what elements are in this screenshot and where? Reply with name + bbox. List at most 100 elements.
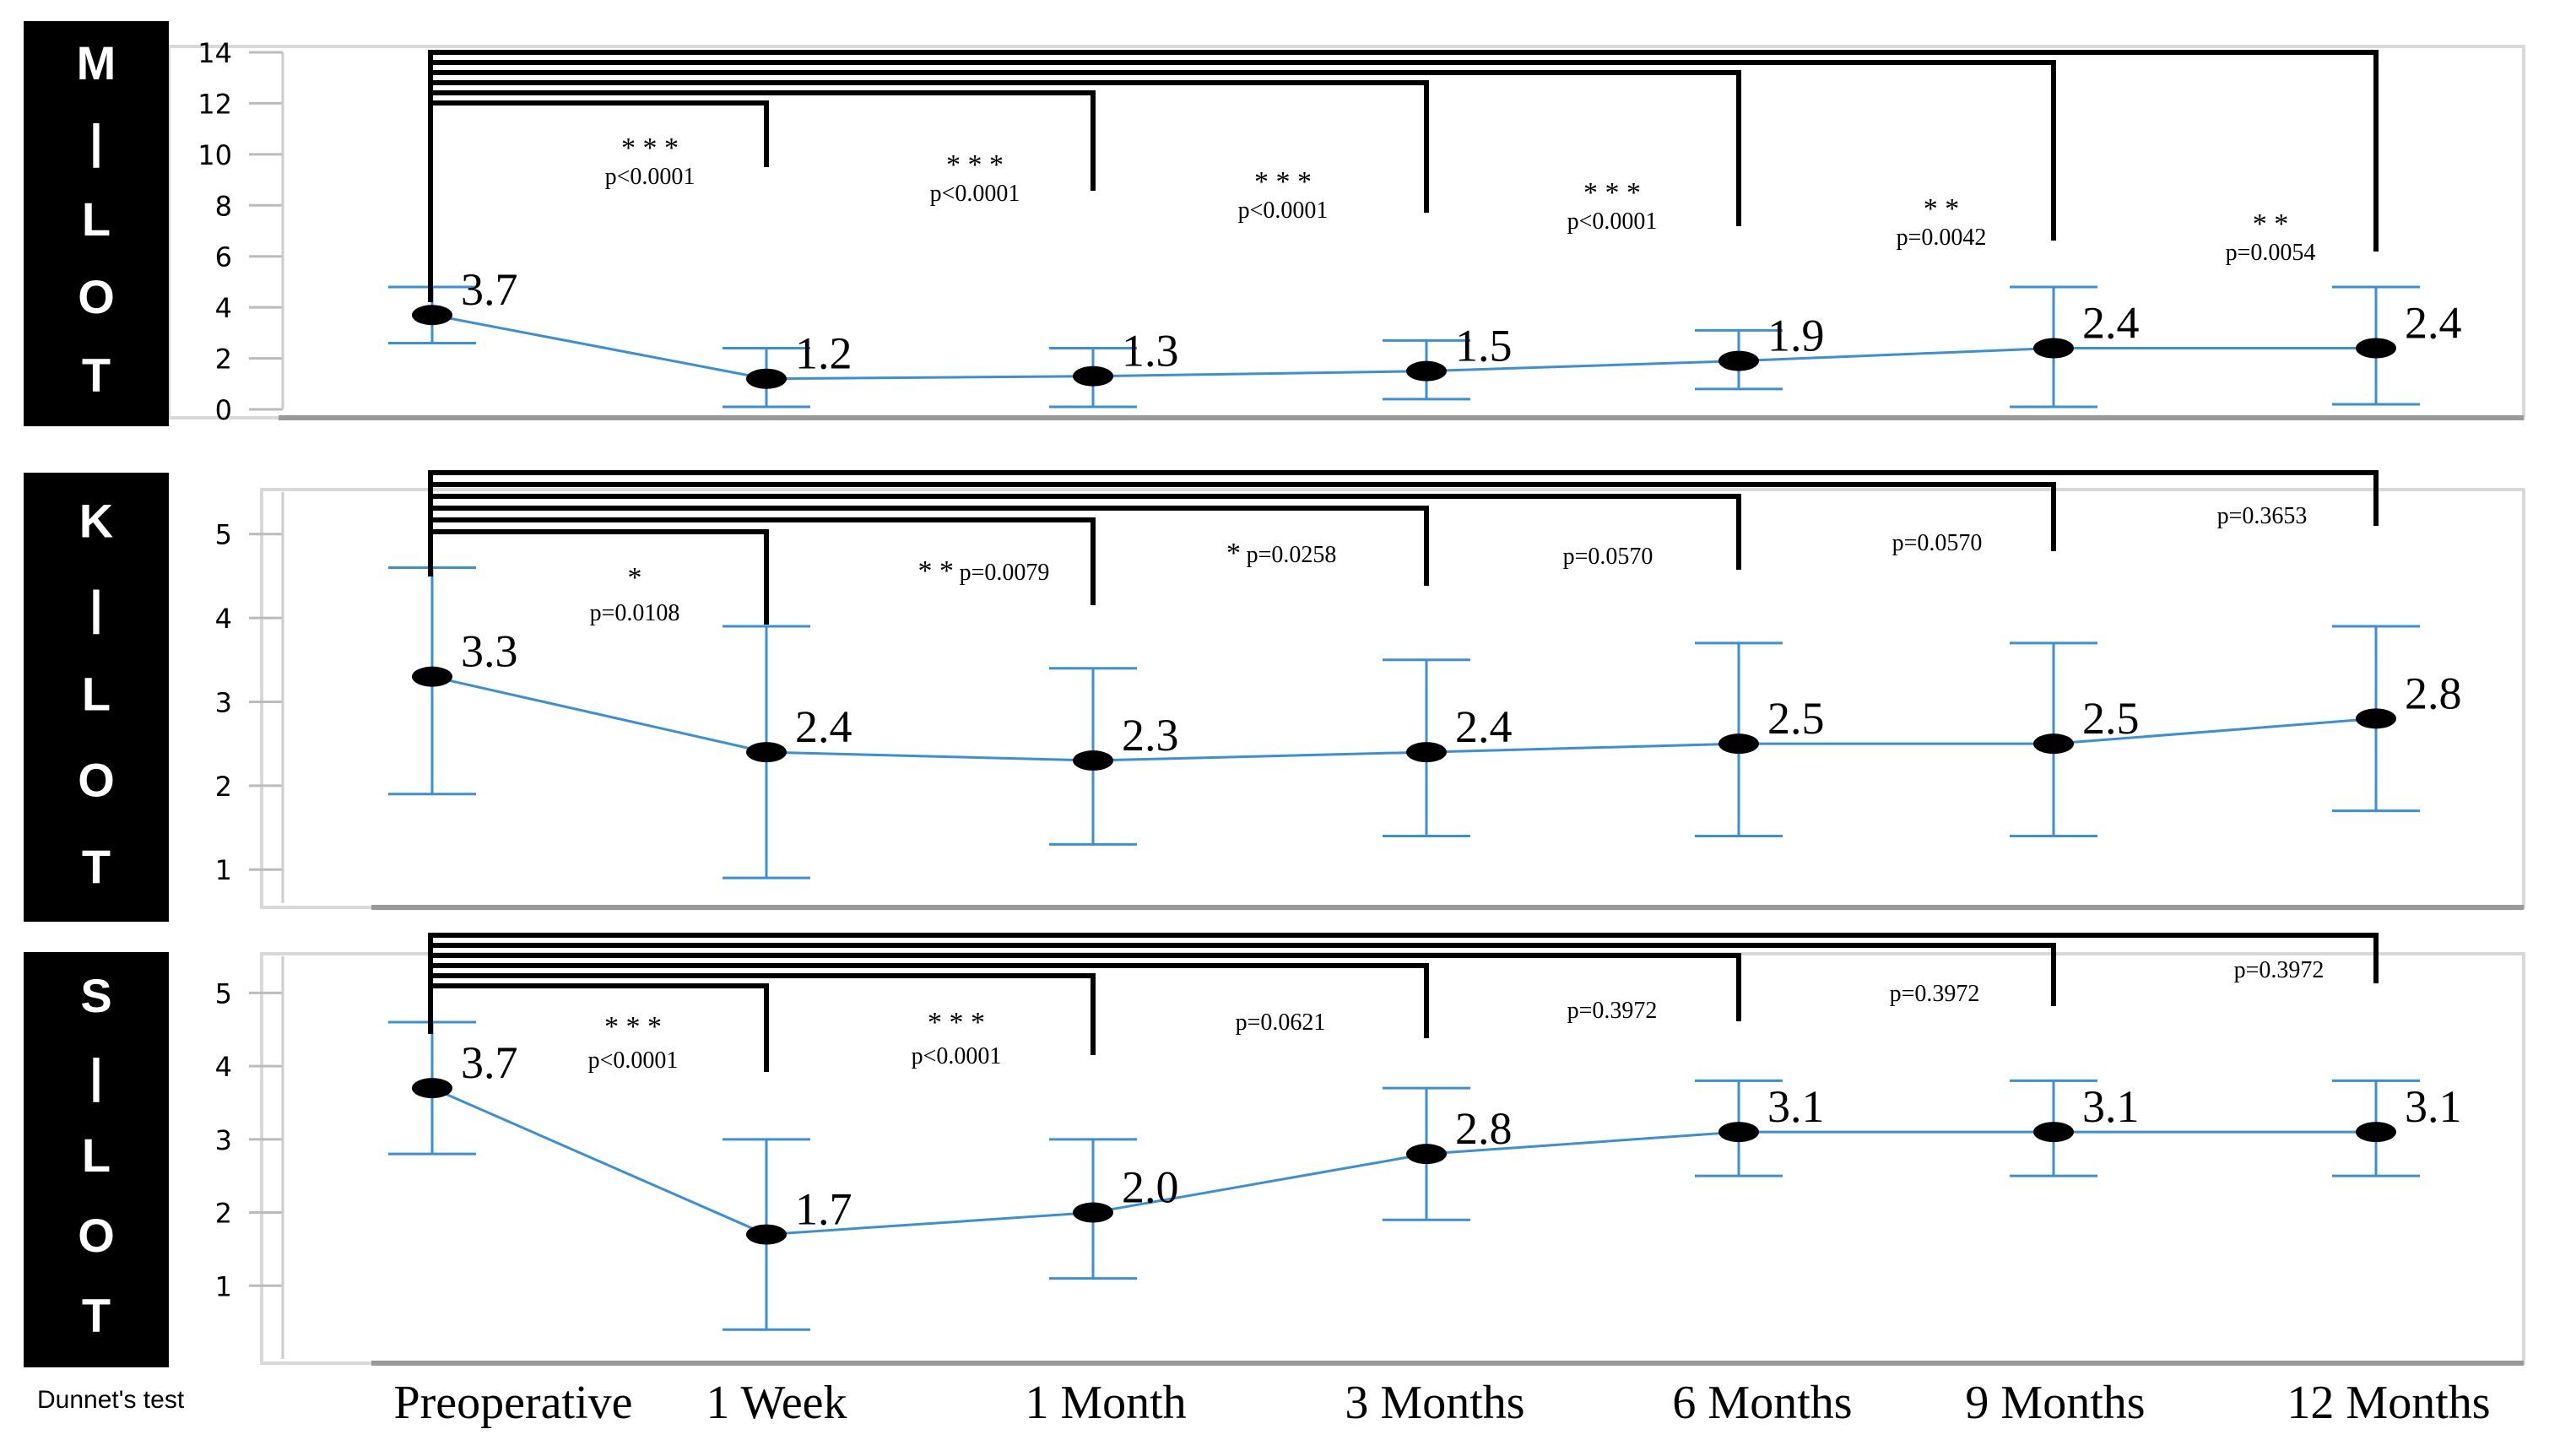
- significance-stars: * * *: [604, 1011, 662, 1042]
- dunnett-test-note: Dunnet's test: [37, 1386, 185, 1414]
- value-label: 3.1: [2405, 1081, 2462, 1132]
- p-value-label: p=0.3972: [1890, 981, 1980, 1007]
- value-label: 1.7: [795, 1184, 852, 1235]
- panel-label-letter: S: [80, 969, 111, 1022]
- panel-label-letter: L: [82, 1129, 111, 1182]
- y-tick-label: 14: [198, 37, 232, 69]
- y-tick-label: 1: [215, 854, 232, 886]
- value-label: 2.8: [2405, 668, 2462, 718]
- panel-label-box: [24, 473, 169, 922]
- significance-stars: * *: [918, 555, 955, 587]
- p-value-label: p=0.3653: [2217, 503, 2308, 529]
- p-value-label: p<0.0001: [1238, 198, 1329, 224]
- significance-stars: * * *: [1583, 177, 1641, 208]
- panel-label-letter: |: [89, 1049, 103, 1103]
- data-point: [746, 742, 787, 763]
- data-point: [2356, 708, 2396, 729]
- x-category-label: 9 Months: [1965, 1377, 2145, 1429]
- significance-stars: *: [628, 562, 642, 593]
- data-point: [1073, 1202, 1113, 1223]
- value-label: 2.5: [2082, 693, 2140, 744]
- data-point: [1718, 350, 1759, 371]
- significance-stars: * * *: [928, 1007, 985, 1038]
- y-tick-label: 3: [215, 1124, 232, 1156]
- data-point: [2356, 338, 2396, 359]
- plot-frame: [167, 45, 2525, 419]
- panel-label-box: [24, 21, 169, 426]
- y-tick-label: 6: [215, 241, 232, 273]
- data-point: [1406, 360, 1447, 382]
- comparison-bracket: [428, 50, 2379, 302]
- x-category-label: 6 Months: [1672, 1377, 1852, 1429]
- y-tick-label: 1: [215, 1270, 232, 1302]
- data-point: [1073, 750, 1113, 771]
- y-tick-label: 2: [215, 771, 232, 803]
- data-point: [2033, 338, 2074, 359]
- value-label: 3.3: [461, 626, 518, 677]
- panel-label-letter: T: [82, 348, 111, 401]
- y-tick-label: 2: [215, 1198, 232, 1230]
- x-category-label: 1 Month: [1025, 1377, 1186, 1429]
- value-label: 2.4: [2082, 297, 2140, 348]
- x-category-label: Preoperative: [394, 1377, 633, 1429]
- data-point: [2033, 733, 2074, 755]
- panel-label-letter: |: [89, 115, 103, 169]
- value-label: 1.9: [1767, 311, 1825, 361]
- data-point: [1406, 1144, 1447, 1165]
- y-tick-label: 5: [215, 977, 232, 1009]
- significance-stars: * * *: [1254, 166, 1312, 198]
- value-label: 3.7: [461, 264, 518, 315]
- significance-stars: *: [1226, 538, 1241, 569]
- y-tick-label: 4: [215, 603, 232, 635]
- significance-stars: * *: [2253, 208, 2289, 240]
- p-value-label: p<0.0001: [912, 1043, 1002, 1069]
- data-point: [412, 1078, 452, 1099]
- panel-label-letter: O: [78, 1209, 115, 1262]
- value-label: 2.4: [795, 701, 852, 752]
- p-value-label: p=0.0621: [1236, 1009, 1326, 1036]
- data-point: [1718, 1122, 1759, 1143]
- value-label: 2.8: [1455, 1103, 1513, 1154]
- p-value-label: p<0.0001: [1567, 208, 1658, 235]
- data-point: [746, 368, 787, 389]
- data-point: [2356, 1122, 2396, 1143]
- value-label: 2.4: [2405, 297, 2462, 348]
- x-category-label: 3 Months: [1345, 1377, 1524, 1429]
- value-label: 2.0: [1122, 1162, 1179, 1213]
- p-value-label: p=0.0079: [960, 560, 1050, 586]
- comparison-bracket: [428, 470, 2379, 576]
- panel-label-letter: O: [78, 754, 115, 807]
- p-value-label: p=0.0108: [590, 600, 680, 626]
- value-label: 2.4: [1455, 701, 1513, 752]
- y-tick-label: 2: [215, 344, 232, 376]
- significance-stars: * *: [1924, 193, 1960, 225]
- p-value-label: p=0.0042: [1897, 225, 1987, 251]
- p-value-label: p<0.0001: [930, 181, 1020, 207]
- y-tick-label: 4: [215, 1051, 232, 1083]
- panel-label-letter: M: [77, 36, 116, 89]
- y-tick-label: 5: [215, 519, 232, 551]
- panel-label-letter: L: [82, 192, 111, 246]
- data-point: [412, 305, 452, 326]
- data-point: [746, 1224, 787, 1245]
- data-point: [412, 666, 452, 687]
- y-tick-label: 4: [215, 292, 232, 324]
- y-tick-label: 12: [198, 88, 232, 120]
- significance-stars: * * *: [946, 149, 1004, 181]
- panel-label-letter: L: [82, 667, 111, 720]
- value-label: 3.1: [2082, 1081, 2140, 1132]
- y-tick-label: 10: [198, 139, 232, 171]
- data-point: [1406, 742, 1447, 763]
- plot-frame: [260, 952, 2525, 1365]
- panel-label-letter: K: [79, 495, 113, 548]
- y-tick-label: 3: [215, 686, 232, 718]
- panel-label-letter: O: [78, 270, 115, 323]
- value-label: 3.7: [461, 1037, 518, 1088]
- panel-label-letter: T: [82, 840, 111, 893]
- p-value-label: p=0.3972: [1567, 998, 1658, 1024]
